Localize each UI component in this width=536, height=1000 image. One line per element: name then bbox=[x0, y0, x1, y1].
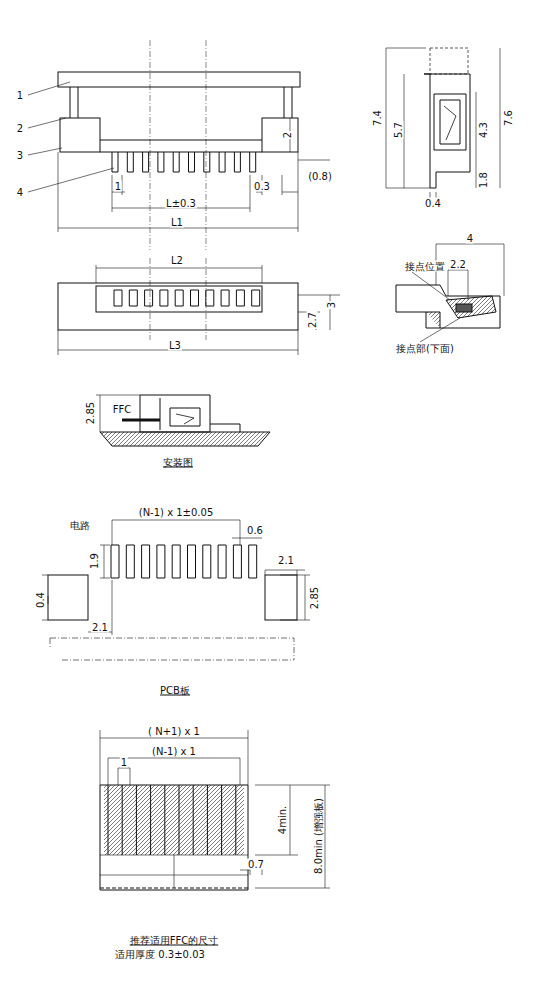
stroke bbox=[236, 290, 244, 306]
stroke bbox=[127, 152, 133, 172]
stroke bbox=[145, 290, 153, 306]
dimension-label: 2.85 bbox=[85, 401, 96, 425]
dimension-label: 1.8 bbox=[478, 171, 489, 189]
dimension-label: 2.85 bbox=[309, 586, 320, 610]
dimension-label: 0.4 bbox=[35, 591, 46, 609]
dimension-label: L1 bbox=[170, 217, 184, 228]
stroke bbox=[235, 785, 236, 855]
stroke bbox=[249, 545, 257, 578]
stroke bbox=[221, 290, 229, 306]
stroke bbox=[203, 545, 211, 578]
stroke bbox=[191, 290, 199, 306]
stroke bbox=[158, 152, 164, 172]
dimension-label: 适用厚度 0.3±0.03 bbox=[114, 949, 206, 960]
dimension-label: L2 bbox=[170, 255, 184, 266]
stroke bbox=[173, 152, 179, 172]
dimension-label: 1 bbox=[16, 90, 24, 101]
dimension-label: 电路 bbox=[69, 520, 91, 531]
stroke bbox=[219, 152, 225, 172]
stroke bbox=[129, 290, 137, 306]
dimension-label: 接点位置 bbox=[404, 261, 446, 272]
dimension-label: 4 bbox=[16, 187, 24, 198]
stroke bbox=[233, 545, 241, 578]
dimension-label: 8.0min (增强板) bbox=[313, 797, 324, 875]
stroke bbox=[179, 785, 180, 855]
dimension-label: 2 bbox=[282, 131, 293, 139]
stroke bbox=[160, 290, 168, 306]
stroke bbox=[164, 785, 165, 855]
dimension-label: ( N+1) x 1 bbox=[147, 726, 201, 737]
dimension-label: (0.8) bbox=[307, 171, 333, 182]
stroke bbox=[112, 152, 118, 172]
dimension-label: 2.2 bbox=[449, 259, 467, 270]
stroke bbox=[142, 545, 150, 578]
dimension-label: 4 bbox=[466, 233, 474, 244]
stroke bbox=[250, 152, 256, 172]
dimension-label: 3 bbox=[326, 301, 337, 309]
dimension-label: (N-1) x 1 bbox=[151, 746, 197, 757]
stroke bbox=[143, 152, 149, 172]
dimension-label: 7.4 bbox=[372, 109, 383, 127]
dimension-label: 5.7 bbox=[393, 121, 404, 139]
stroke bbox=[108, 785, 109, 855]
dimension-label: 4min. bbox=[277, 805, 288, 835]
stroke bbox=[114, 290, 122, 306]
dimension-label: 1 bbox=[120, 757, 128, 768]
dimension-label: L±0.3 bbox=[165, 198, 197, 209]
stroke bbox=[193, 785, 194, 855]
dimension-label: 安装图 bbox=[162, 457, 194, 468]
stroke bbox=[207, 785, 208, 855]
dimension-label: L3 bbox=[168, 340, 182, 351]
dimension-label: 2.1 bbox=[91, 622, 109, 633]
dimension-label: 4.3 bbox=[478, 121, 489, 139]
stroke bbox=[136, 785, 137, 855]
stroke bbox=[150, 785, 151, 855]
stroke bbox=[204, 152, 210, 172]
dimension-label: (N-1) x 1±0.05 bbox=[138, 507, 215, 518]
stroke bbox=[188, 545, 196, 578]
dimension-label: 1.9 bbox=[89, 552, 100, 570]
stroke bbox=[172, 545, 180, 578]
dimension-label: PCB板 bbox=[159, 685, 191, 696]
dimension-label: 接点部(下面) bbox=[395, 343, 455, 354]
dimension-label: 2.7 bbox=[307, 311, 318, 329]
dimension-label: 0.3 bbox=[253, 181, 271, 192]
stroke bbox=[221, 785, 222, 855]
stroke bbox=[206, 290, 214, 306]
stroke bbox=[111, 545, 119, 578]
dimension-label: 1 bbox=[114, 181, 122, 192]
stroke bbox=[122, 785, 123, 855]
dimension-label: 0.7 bbox=[247, 859, 265, 870]
dimension-label: 0.6 bbox=[246, 525, 264, 536]
stroke bbox=[252, 290, 260, 306]
stroke bbox=[234, 152, 240, 172]
dimension-label: 0.4 bbox=[424, 198, 442, 209]
stroke bbox=[126, 545, 134, 578]
stroke bbox=[189, 152, 195, 172]
dimension-label: 7.6 bbox=[503, 109, 514, 127]
dimension-label: FFC bbox=[112, 404, 133, 415]
stroke bbox=[175, 290, 183, 306]
stroke bbox=[218, 545, 226, 578]
dimension-label: 2.1 bbox=[277, 555, 295, 566]
dimension-label: 推荐适用FFC的尺寸 bbox=[129, 935, 220, 946]
dimension-label: 3 bbox=[16, 150, 24, 161]
stroke bbox=[157, 545, 165, 578]
dimension-label: 2 bbox=[16, 123, 24, 134]
